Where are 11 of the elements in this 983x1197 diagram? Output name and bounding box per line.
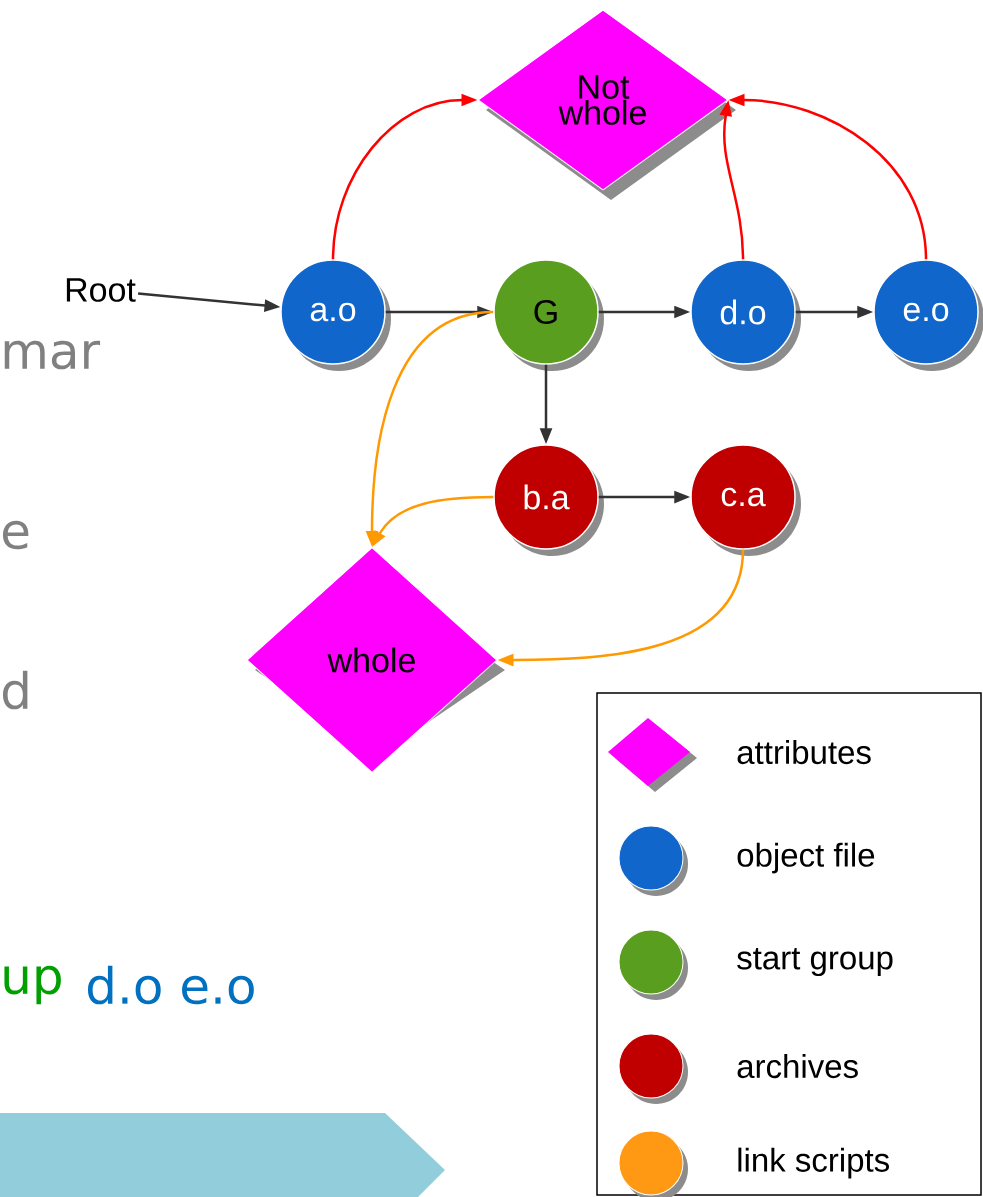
slide-text: d — [2, 670, 28, 710]
legend-text: link scripts — [738, 1147, 889, 1179]
legend-text: attributes — [737, 739, 871, 765]
slide-text: e — [2, 520, 29, 550]
slide-text: mar — [4, 340, 101, 370]
legend-text: start group — [737, 947, 893, 977]
root-label: Root — [66, 278, 136, 302]
slide-text: d.o e.o — [87, 965, 254, 1005]
slide-text: up — [4, 965, 61, 1005]
legend-text: object file — [737, 842, 875, 874]
legend-text: archives — [737, 1053, 858, 1079]
